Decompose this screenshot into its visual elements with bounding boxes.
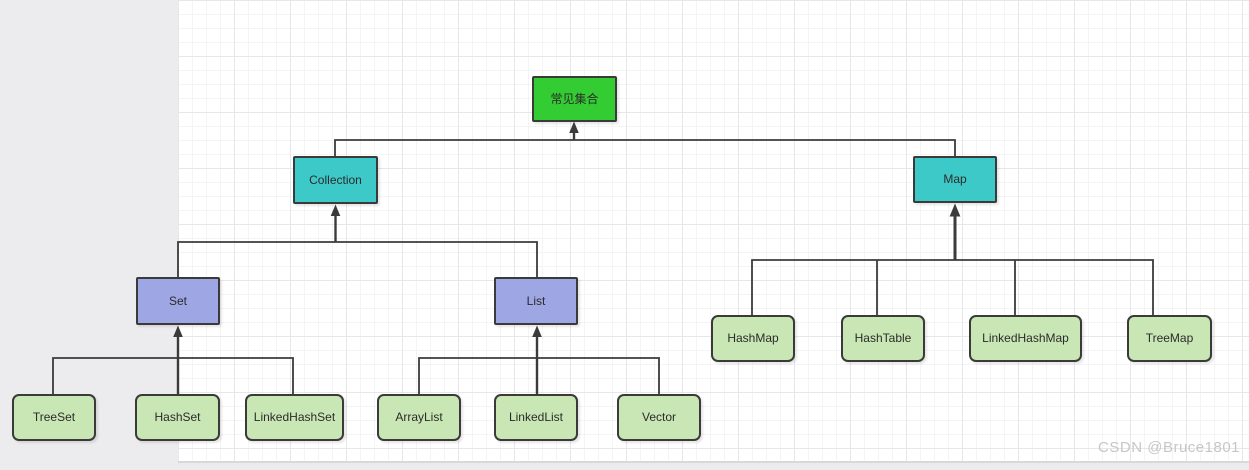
node-linkedhashmap: LinkedHashMap bbox=[969, 315, 1082, 362]
node-set: Set bbox=[136, 277, 220, 325]
node-treemap: TreeMap bbox=[1127, 315, 1212, 362]
node-hashset: HashSet bbox=[135, 394, 220, 441]
node-map: Map bbox=[913, 156, 997, 203]
drawing-page bbox=[178, 0, 1249, 463]
arrowhead-collection bbox=[330, 204, 341, 216]
edge-bus-collection bbox=[177, 241, 538, 278]
edge-bus-list bbox=[418, 357, 660, 394]
node-treeset: TreeSet bbox=[12, 394, 96, 441]
arrowhead-root bbox=[569, 121, 579, 133]
node-root: 常见集合 bbox=[532, 76, 617, 122]
edge-bus-root bbox=[334, 139, 956, 157]
arrowhead-list bbox=[532, 325, 542, 337]
edge-bus-map bbox=[751, 259, 1154, 316]
arrowhead-set bbox=[173, 325, 183, 337]
watermark: CSDN @Bruce1801 bbox=[1098, 439, 1240, 456]
node-linkedlist: LinkedList bbox=[494, 394, 578, 441]
node-hashmap: HashMap bbox=[711, 315, 795, 362]
node-hashtable: HashTable bbox=[841, 315, 925, 362]
node-linkedhashset: LinkedHashSet bbox=[245, 394, 344, 441]
node-collection: Collection bbox=[293, 156, 378, 204]
edge-bus-set bbox=[52, 357, 294, 394]
node-vector: Vector bbox=[617, 394, 701, 441]
node-arraylist: ArrayList bbox=[377, 394, 461, 441]
arrowhead-map bbox=[949, 203, 961, 217]
node-list: List bbox=[494, 277, 578, 325]
